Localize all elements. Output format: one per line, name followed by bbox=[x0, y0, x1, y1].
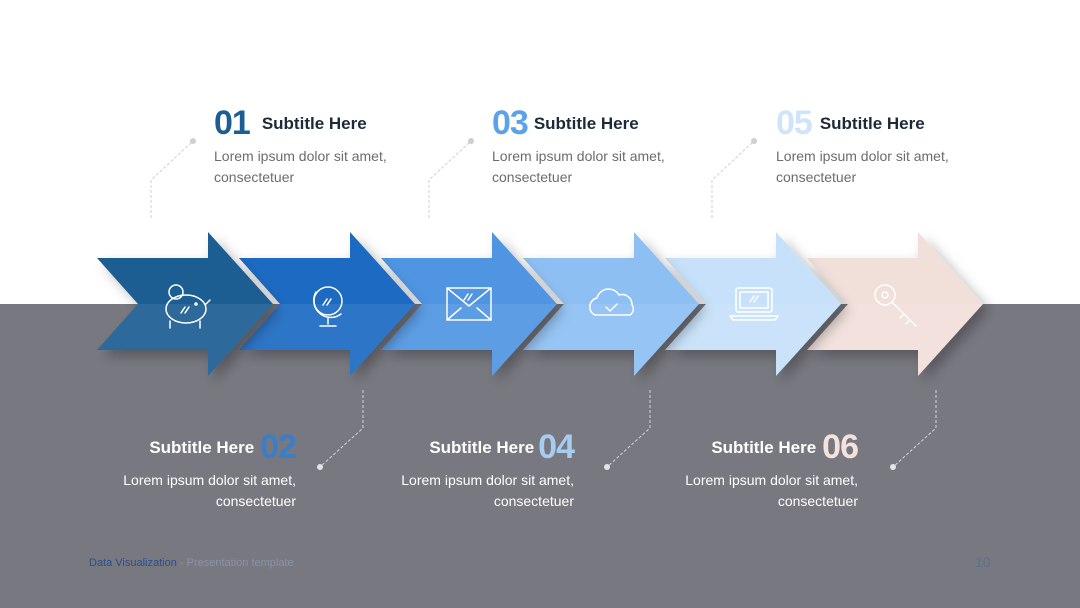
step-06-number: 06 bbox=[822, 428, 859, 466]
connector-dot-2 bbox=[317, 464, 323, 470]
connector-line-1 bbox=[150, 140, 194, 218]
connector-dot-3 bbox=[468, 138, 474, 144]
piggy-bank-icon bbox=[165, 284, 211, 329]
step-03-desc-line2: consectetuer bbox=[492, 169, 573, 185]
connector-line-6 bbox=[892, 390, 937, 468]
step-03-desc-line1: Lorem ipsum dolor sit amet, bbox=[492, 148, 665, 164]
globe-icon bbox=[313, 286, 343, 327]
step-05-subtitle: Subtitle Here bbox=[819, 113, 925, 133]
connector-line-2 bbox=[319, 390, 364, 468]
arrow-shade-03 bbox=[381, 304, 557, 376]
step-05-block: 05 Subtitle Here Lorem ipsum dolor sit am… bbox=[776, 106, 949, 188]
connector-dot-1 bbox=[190, 138, 196, 144]
step-01-block: 01 Subtitle Here Lorem ipsum dolor sit am… bbox=[214, 106, 387, 188]
step-02-desc-line1: Lorem ipsum dolor sit amet, bbox=[123, 472, 296, 488]
step-06-subtitle: Subtitle Here bbox=[711, 437, 817, 457]
step-05-desc-line2: consectetuer bbox=[776, 169, 857, 185]
cloud-icon bbox=[589, 288, 635, 316]
laptop-icon bbox=[729, 287, 779, 321]
arrow-step-04 bbox=[523, 232, 699, 376]
arrow-shade-05 bbox=[665, 304, 841, 376]
step-02-subtitle: Subtitle Here bbox=[149, 437, 255, 457]
step-02-number: 02 bbox=[260, 428, 297, 466]
step-04-number: 04 bbox=[538, 428, 575, 466]
background-bottom bbox=[0, 304, 1080, 608]
connector-dot-6 bbox=[890, 464, 896, 470]
arrow-shade-04 bbox=[523, 304, 699, 376]
step-06-desc-line1: Lorem ipsum dolor sit amet, bbox=[685, 472, 858, 488]
step-04-desc-line2: consectetuer bbox=[493, 493, 574, 509]
step-02-desc-line2: consectetuer bbox=[215, 493, 296, 509]
arrow-shade-02 bbox=[239, 304, 415, 376]
arrow-step-05 bbox=[665, 232, 841, 376]
step-04-desc-line1: Lorem ipsum dolor sit amet, bbox=[401, 472, 574, 488]
footer-title: Data Visualization bbox=[89, 557, 177, 569]
footer-subtitle: - Presentation template bbox=[176, 557, 294, 569]
step-01-desc-line2: consectetuer bbox=[214, 169, 295, 185]
step-01-subtitle: Subtitle Here bbox=[261, 113, 367, 133]
background-top bbox=[0, 0, 1080, 304]
key-icon bbox=[874, 284, 917, 327]
arrow-shade-01 bbox=[97, 304, 273, 376]
step-06-desc-line2: consectetuer bbox=[777, 493, 858, 509]
step-05-desc-line1: Lorem ipsum dolor sit amet, bbox=[776, 148, 949, 164]
arrow-step-01 bbox=[97, 232, 273, 376]
step-05-number: 05 bbox=[776, 104, 813, 142]
connector-dot-4 bbox=[604, 464, 610, 470]
connector-line-3 bbox=[428, 140, 472, 218]
step-03-subtitle: Subtitle Here bbox=[533, 113, 639, 133]
page-number: 10 bbox=[975, 554, 991, 570]
arrow-step-03 bbox=[381, 232, 557, 376]
step-04-subtitle: Subtitle Here bbox=[429, 437, 535, 457]
step-01-number: 01 bbox=[214, 104, 251, 142]
envelope-icon bbox=[446, 287, 492, 321]
arrow-shade-06 bbox=[807, 304, 983, 376]
connector-line-4 bbox=[606, 390, 651, 468]
connector-dot-5 bbox=[751, 138, 757, 144]
footer: Data Visualization - Presentation templa… bbox=[89, 557, 294, 569]
step-03-number: 03 bbox=[492, 104, 529, 142]
connector-line-5 bbox=[711, 140, 755, 218]
step-01-desc-line1: Lorem ipsum dolor sit amet, bbox=[214, 148, 387, 164]
